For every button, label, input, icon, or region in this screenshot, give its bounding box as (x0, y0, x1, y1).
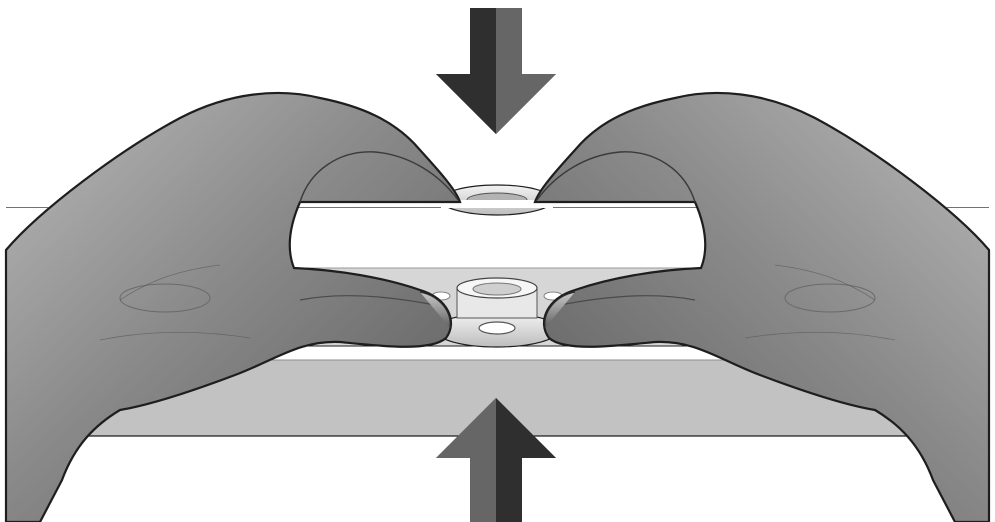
left-hand (4, 91, 462, 522)
left-hand-knuckle-mark (119, 283, 211, 313)
right-hand (533, 91, 991, 522)
right-hand-knuckle-mark (784, 283, 876, 313)
top-arrow-down (436, 8, 556, 134)
center-fastener (431, 277, 563, 348)
bottom-arrow-up (436, 398, 556, 522)
